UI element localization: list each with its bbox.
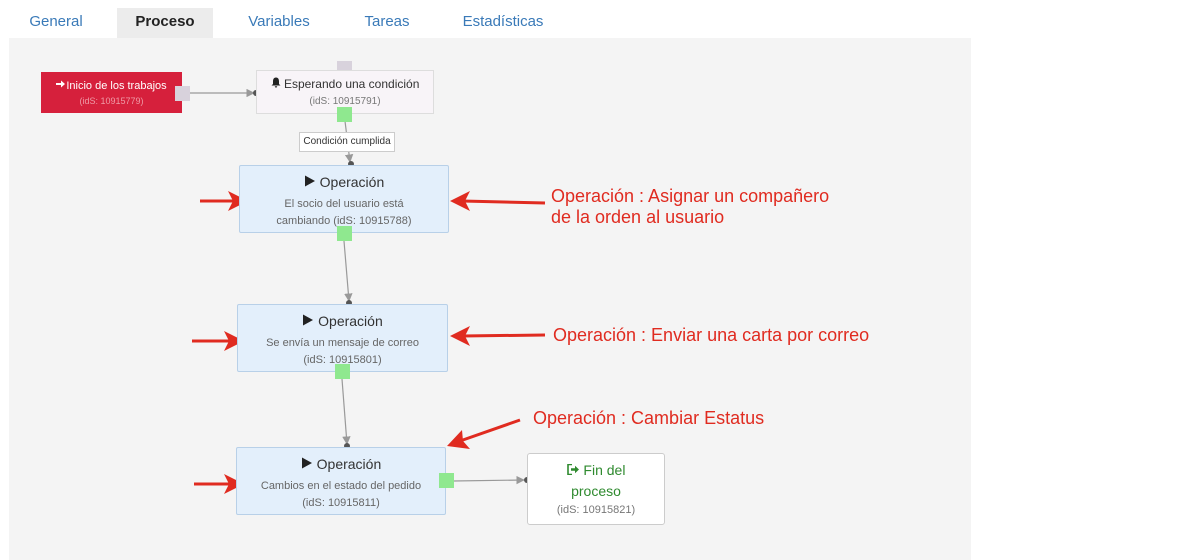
tab-general[interactable]: General	[29, 13, 83, 30]
operation-node-3[interactable]: Operación Cambios en el estado del pedid…	[236, 447, 446, 515]
start-node[interactable]: Inicio de los trabajos (idS: 10915779)	[41, 72, 182, 113]
wait-node-id: (idS: 10915791)	[309, 96, 381, 107]
operation-1-title: Operación	[240, 174, 448, 190]
operation-node-2[interactable]: Operación Se envía un mensaje de correo …	[237, 304, 448, 372]
operation-node-1[interactable]: Operación El socio del usuario está camb…	[239, 165, 449, 233]
sign-in-icon	[56, 79, 66, 92]
operation-3-desc-line2: (idS: 10915811)	[302, 497, 380, 509]
end-node[interactable]: Fin del proceso (idS: 10915821)	[527, 453, 665, 525]
process-canvas	[9, 38, 971, 560]
tab-variables[interactable]: Variables	[248, 13, 310, 30]
annotation-operation-2: Operación : Enviar una carta por correo	[553, 325, 870, 345]
operation-3-description: Cambios en el estado del pedido (idS: 10…	[237, 478, 445, 512]
play-icon	[304, 174, 316, 190]
operation-2-desc-line1: Se envía un mensaje de correo	[266, 337, 419, 349]
wait-node-title: Esperando una condición	[257, 77, 433, 91]
tab-estadisticas[interactable]: Estadísticas	[462, 13, 544, 30]
operation-3-output-port[interactable]	[439, 473, 454, 488]
annotation-1-line1: Operación : Asignar un compañero	[551, 186, 830, 206]
end-node-title: Fin del proceso	[528, 460, 664, 502]
annotation-operation-3: Operación : Cambiar Estatus	[533, 408, 765, 428]
sign-out-icon	[566, 460, 580, 481]
operation-2-desc-line2: (idS: 10915801)	[303, 354, 382, 366]
condition-label: Condición cumplida	[299, 132, 395, 152]
operation-2-label: Operación	[318, 313, 383, 329]
operation-1-label: Operación	[319, 174, 385, 190]
start-node-title: Inicio de los trabajos	[41, 79, 182, 92]
wait-output-port[interactable]	[337, 107, 352, 122]
operation-3-label: Operación	[316, 456, 382, 472]
play-icon	[301, 456, 313, 472]
start-output-port[interactable]	[175, 86, 190, 101]
tab-tareas[interactable]: Tareas	[364, 13, 410, 30]
annotation-operation-1: Operación : Asignar un compañero de la o…	[551, 186, 829, 228]
tab-bar: General Proceso Variables Tareas Estadís…	[0, 0, 980, 38]
wait-node-label: Esperando una condición	[283, 77, 420, 91]
start-node-id: (idS: 10915779)	[79, 96, 144, 106]
play-icon	[302, 313, 314, 329]
end-node-label-line2: proceso	[571, 483, 621, 499]
operation-1-output-port[interactable]	[337, 226, 352, 241]
end-node-id: (idS: 10915821)	[556, 504, 636, 516]
operation-2-description: Se envía un mensaje de correo (idS: 1091…	[238, 335, 447, 369]
operation-1-description: El socio del usuario está cambiando (idS…	[240, 196, 448, 230]
operation-1-desc-line2: cambiando (idS: 10915788)	[276, 215, 412, 227]
operation-3-desc-line1: Cambios en el estado del pedido	[260, 480, 422, 492]
operation-2-title: Operación	[238, 313, 447, 329]
bell-icon	[271, 77, 281, 91]
end-node-label-line1: Fin del	[583, 462, 626, 478]
start-node-label: Inicio de los trabajos	[66, 80, 167, 92]
annotation-1-line2: de la orden al usuario	[551, 207, 725, 227]
wait-condition-node[interactable]: Esperando una condición (idS: 10915791)	[256, 70, 434, 114]
operation-3-title: Operación	[237, 456, 445, 472]
tab-proceso[interactable]: Proceso	[117, 8, 213, 38]
operation-1-desc-line1: El socio del usuario está	[284, 198, 404, 210]
operation-2-output-port[interactable]	[335, 364, 350, 379]
